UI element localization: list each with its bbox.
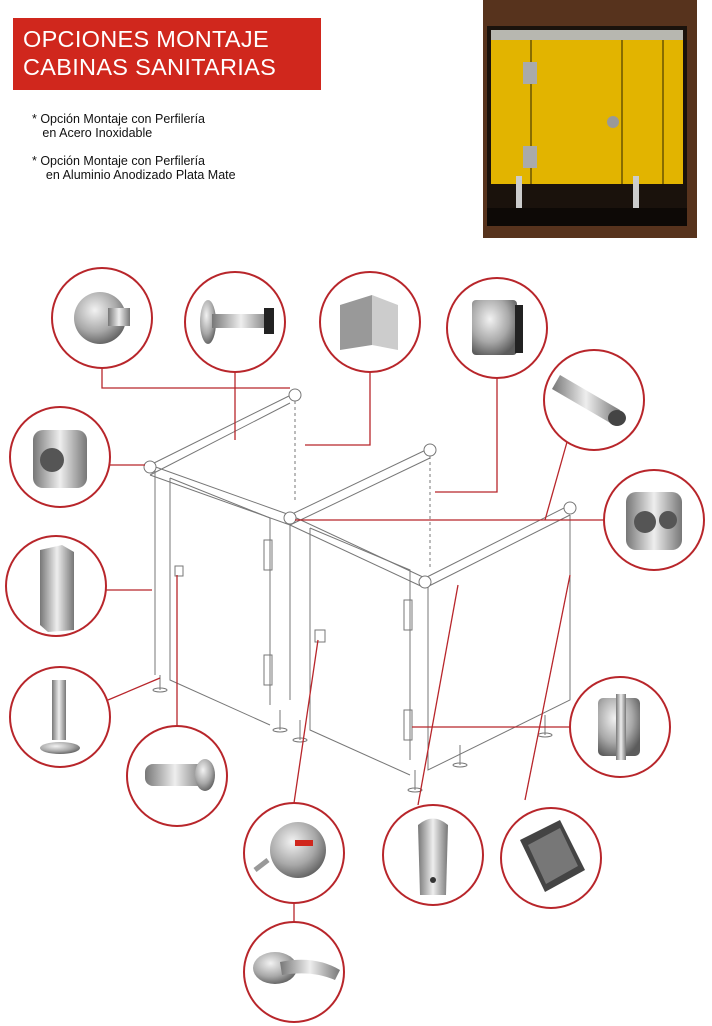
- wall-flange-icon: [51, 267, 153, 369]
- cabin-photo: [483, 0, 697, 238]
- u-profile-icon: [5, 535, 107, 637]
- option-line: * Opción Montaje con Perfilería: [32, 154, 206, 168]
- three-way-connector-icon: [9, 406, 111, 508]
- angle-bracket-icon: [319, 271, 421, 373]
- title-line-1: OPCIONES MONTAJE: [23, 26, 269, 52]
- coat-hook-icon: [184, 271, 286, 373]
- option-line: en Acero Inoxidable: [32, 126, 153, 140]
- clip-bracket-icon: [382, 804, 484, 906]
- occupancy-indicator-icon: [243, 802, 345, 904]
- page-title: OPCIONES MONTAJE CABINAS SANITARIAS: [13, 18, 321, 90]
- glass-clamp-icon: [446, 277, 548, 379]
- channel-profile-icon: [500, 807, 602, 909]
- option-stainless: * Opción Montaje con Perfilería en Acero…: [32, 112, 236, 140]
- hinge-icon: [569, 676, 671, 778]
- cross-connector-icon: [603, 469, 705, 571]
- mounting-options: * Opción Montaje con Perfilería en Acero…: [32, 112, 236, 196]
- title-line-2: CABINAS SANITARIAS: [23, 54, 277, 80]
- tube-icon: [543, 349, 645, 451]
- door-knob-icon: [126, 725, 228, 827]
- leader-lines: [101, 368, 604, 922]
- option-line: * Opción Montaje con Perfilería: [32, 112, 206, 126]
- adjustable-foot-icon: [9, 666, 111, 768]
- lock-lever-icon: [243, 921, 345, 1023]
- cabin-drawing: [143, 388, 577, 793]
- option-line: en Aluminio Anodizado Plata Mate: [32, 168, 236, 182]
- option-aluminium: * Opción Montaje con Perfilería en Alumi…: [32, 154, 236, 182]
- part-callouts: [5, 267, 705, 1023]
